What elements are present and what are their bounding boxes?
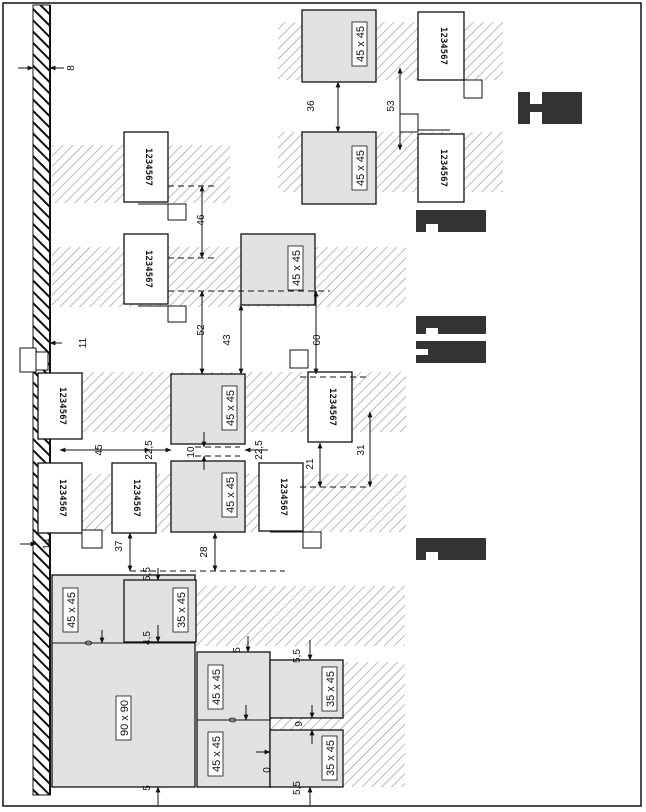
profile-c-icon (416, 210, 486, 232)
dim-5-5-upper: 5,5 (142, 567, 153, 581)
label-35x45: 35 x 45 (176, 592, 188, 628)
label-45x45: 45 x 45 (211, 736, 223, 772)
dim-31: 31 (356, 444, 367, 456)
stamp-text: 1234567 (327, 388, 337, 426)
hanger-brackets (19, 11, 483, 549)
label-45x45: 45 x 45 (211, 669, 223, 705)
dim-37: 37 (114, 540, 125, 552)
dim-36: 36 (306, 100, 317, 112)
dim-52: 52 (196, 324, 207, 336)
dim-5-5-right: 5,5 (292, 649, 303, 663)
profile-c-icon (416, 538, 486, 560)
dim-5-b: 5 (232, 647, 243, 653)
label-45x45: 45 x 45 (225, 390, 237, 426)
dim-46: 46 (196, 214, 207, 226)
profile-symbols (416, 92, 582, 560)
dim-28: 28 (199, 546, 210, 558)
section-45x45-top-b (301, 131, 377, 205)
dim-10: 10 (186, 446, 197, 458)
label-90x90: 90 x 90 (119, 700, 131, 736)
label-45x45: 45 x 45 (355, 26, 367, 62)
profile-h-icon (518, 92, 582, 124)
label-45x45: 45 x 45 (291, 250, 303, 286)
stamp-text: 1234567 (438, 27, 448, 65)
dim-0-a: 0 (84, 640, 95, 646)
dim-22-5-left: 22,5 (144, 440, 155, 460)
dim-22-5-right: 22,5 (254, 440, 265, 460)
dim-0-c: 0 (262, 767, 273, 773)
dashed-lines (130, 185, 370, 572)
dim-5-5-bottom: 5,5 (292, 781, 303, 795)
dim-53: 53 (386, 100, 397, 112)
label-35x45: 35 x 45 (325, 671, 337, 707)
profile-c-icon (416, 316, 486, 334)
dim-4-5: 4,5 (142, 631, 153, 645)
bracket-stamps: 1234567 1234567 1234567 1234567 1234567 … (57, 27, 448, 517)
dim-11: 11 (78, 337, 89, 348)
section-45x45-upper (240, 233, 316, 306)
dim-43: 43 (222, 334, 233, 346)
stamp-text: 1234567 (57, 387, 67, 425)
section-labels: 90 x 90 45 x 45 35 x 45 45 x 45 45 x 45 … (62, 21, 368, 781)
dim-45: 45 (94, 444, 105, 456)
label-45x45: 45 x 45 (225, 477, 237, 513)
dim-21: 21 (305, 458, 316, 470)
dim-0-b: 0 (228, 717, 239, 723)
dimension-lines (18, 65, 403, 805)
stamp-text: 1234567 (278, 478, 288, 516)
label-35x45: 35 x 45 (325, 740, 337, 776)
dim-9: 9 (294, 721, 305, 727)
stamp-text: 1234567 (143, 148, 153, 186)
stamp-text: 1234567 (143, 250, 153, 288)
label-45x45: 45 x 45 (66, 592, 78, 628)
profile-c-icon (416, 341, 486, 363)
dim-60: 60 (312, 334, 323, 346)
dimension-texts: 8 11 14 37 45 22,5 22,5 10 28 21 31 52 4… (42, 65, 397, 795)
stamp-text: 1234567 (57, 479, 67, 517)
stamp-text: 1234567 (131, 479, 141, 517)
stamp-text: 1234567 (438, 149, 448, 187)
dim-5-d: 5 (142, 785, 153, 791)
dim-14: 14 (42, 538, 53, 550)
dim-8: 8 (66, 65, 77, 71)
label-45x45: 45 x 45 (355, 150, 367, 186)
